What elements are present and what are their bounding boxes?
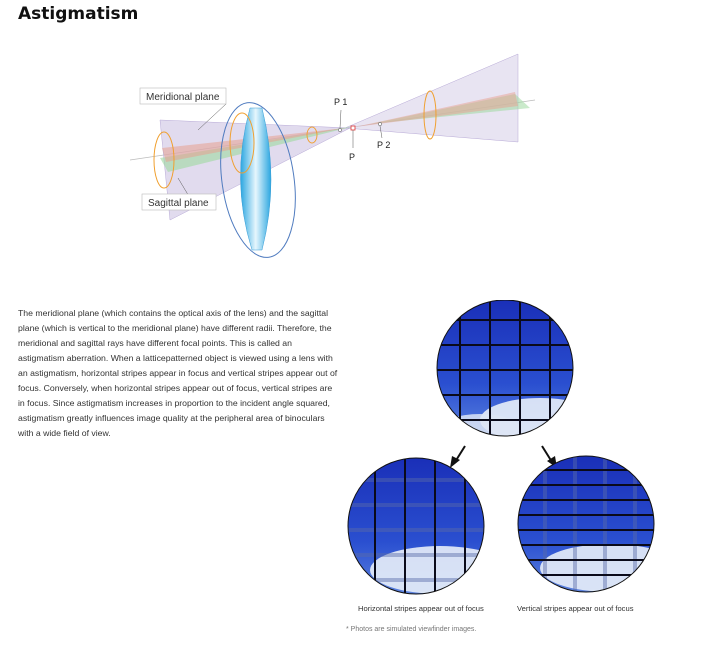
astigmatism-diagram: Meridional plane Sagittal plane P 1 P 2 … (130, 53, 536, 258)
simulated-images-note: * Photos are simulated viewfinder images… (346, 626, 477, 633)
p1-label: P 1 (334, 97, 347, 107)
caption-vertical-out-of-focus: Vertical stripes appear out of focus (517, 604, 634, 613)
p-label: P (349, 152, 355, 162)
focal-point-p (350, 125, 356, 131)
focal-point-p2 (378, 122, 382, 126)
description-paragraph: The meridional plane (which contains the… (18, 308, 338, 438)
page-title: Astigmatism (18, 4, 139, 24)
focal-point-p1 (338, 128, 342, 132)
sagittal-plane-label: Sagittal plane (148, 198, 209, 209)
lens (240, 107, 272, 251)
focus-ring (306, 126, 318, 144)
entrance-ring (153, 131, 175, 189)
arrow-down-left-icon (450, 445, 466, 468)
p2-label: P 2 (377, 140, 390, 150)
photo-vertical-out-of-focus (518, 456, 654, 592)
meridional-ray-right (355, 92, 518, 127)
lens-ring (229, 112, 255, 174)
meridional-plane-label: Meridional plane (146, 92, 220, 103)
photo-horizontal-out-of-focus (348, 458, 484, 594)
exit-ring (423, 90, 437, 140)
lens-outline (220, 102, 296, 258)
caption-horizontal-out-of-focus: Horizontal stripes appear out of focus (358, 604, 484, 613)
simulated-viewfinder-photos (347, 300, 655, 595)
